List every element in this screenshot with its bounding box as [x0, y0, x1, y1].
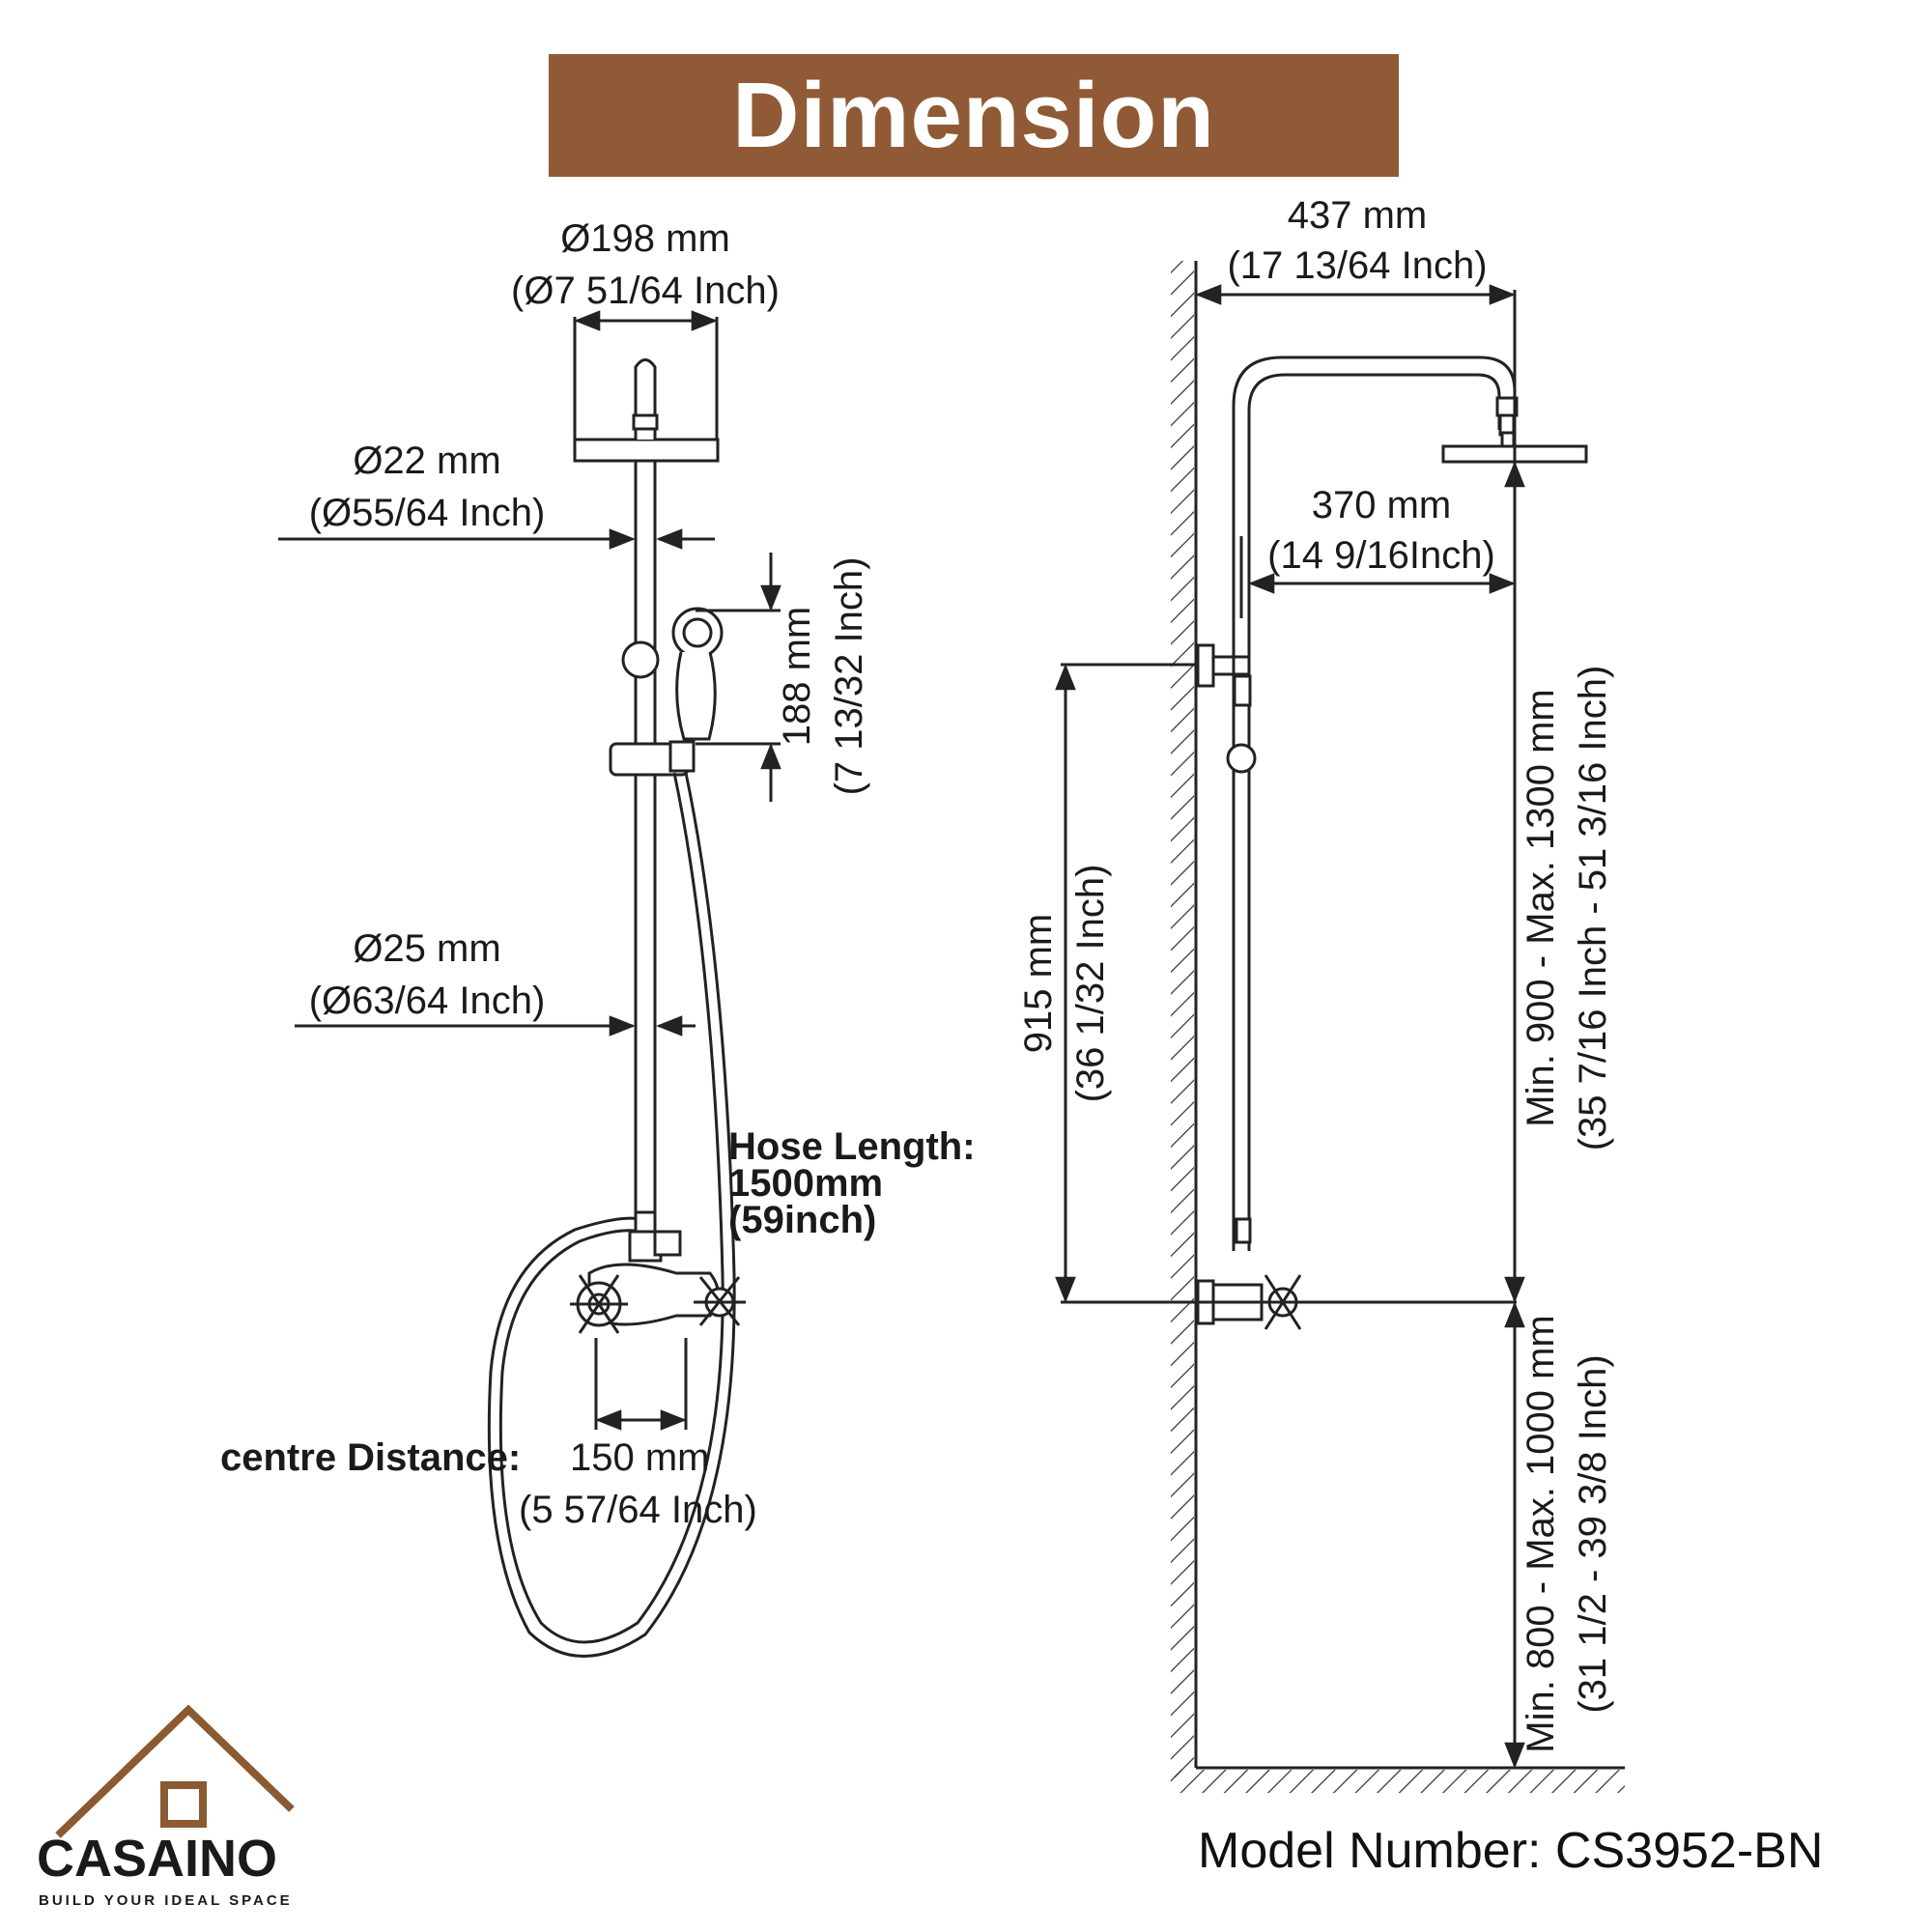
centre-distance-mm: 150 mm — [570, 1436, 710, 1479]
logo-tagline: BUILD YOUR IDEAL SPACE — [39, 1892, 293, 1909]
title-banner: Dimension — [549, 54, 1399, 177]
arm-reach-mm: 437 mm — [1288, 194, 1428, 237]
casaino-logo: CASAINO BUILD YOUR IDEAL SPACE — [37, 1704, 295, 1909]
lower-pipe-diameter-inch: (Ø63/64 Inch) — [309, 980, 546, 1022]
floor-to-valve-mm: Min. 800 - Max. 1000 mm — [1520, 1315, 1562, 1753]
side-view-labels: 437 mm (17 13/64 Inch) 370 mm (14 9/16In… — [1017, 194, 1614, 1753]
head-offset-inch: (14 9/16Inch) — [1267, 534, 1495, 577]
head-diameter-mm: Ø198 mm — [560, 217, 730, 260]
logo-brand: CASAINO — [37, 1830, 277, 1888]
upper-pipe-diameter-mm: Ø22 mm — [353, 440, 500, 482]
head-diameter-inch: (Ø7 51/64 Inch) — [511, 270, 780, 312]
head-offset-mm: 370 mm — [1312, 484, 1452, 526]
front-view-labels: Ø198 mm (Ø7 51/64 Inch) Ø22 mm (Ø55/64 I… — [220, 217, 976, 1531]
hose-length-mm: 1500mm — [728, 1162, 883, 1205]
hose-length-label: Hose Length: — [728, 1125, 976, 1168]
centre-distance-inch: (5 57/64 Inch) — [519, 1489, 757, 1531]
floor-to-valve-inch: (31 1/2 - 39 3/8 Inch) — [1572, 1354, 1614, 1713]
centre-distance-label: centre Distance: — [220, 1436, 521, 1479]
side-view — [1055, 261, 1625, 1793]
arm-reach-inch: (17 13/64 Inch) — [1227, 244, 1487, 287]
front-view — [278, 310, 781, 1658]
page-title: Dimension — [732, 63, 1215, 167]
hose-length-inch: (59inch) — [728, 1199, 876, 1241]
valve-to-head-mm: Min. 900 - Max. 1300 mm — [1520, 689, 1562, 1127]
upper-pipe-diameter-inch: (Ø55/64 Inch) — [309, 492, 546, 534]
handshower-height-inch: (7 13/32 Inch) — [828, 557, 870, 796]
bracket-to-valve-mm: 915 mm — [1017, 914, 1060, 1054]
model-number: Model Number: CS3952-BN — [1198, 1823, 1824, 1879]
valve-to-head-inch: (35 7/16 Inch - 51 3/16 Inch) — [1572, 666, 1614, 1151]
lower-pipe-diameter-mm: Ø25 mm — [353, 927, 500, 970]
bracket-to-valve-inch: (36 1/32 Inch) — [1069, 865, 1112, 1103]
handshower-height-mm: 188 mm — [776, 607, 818, 747]
